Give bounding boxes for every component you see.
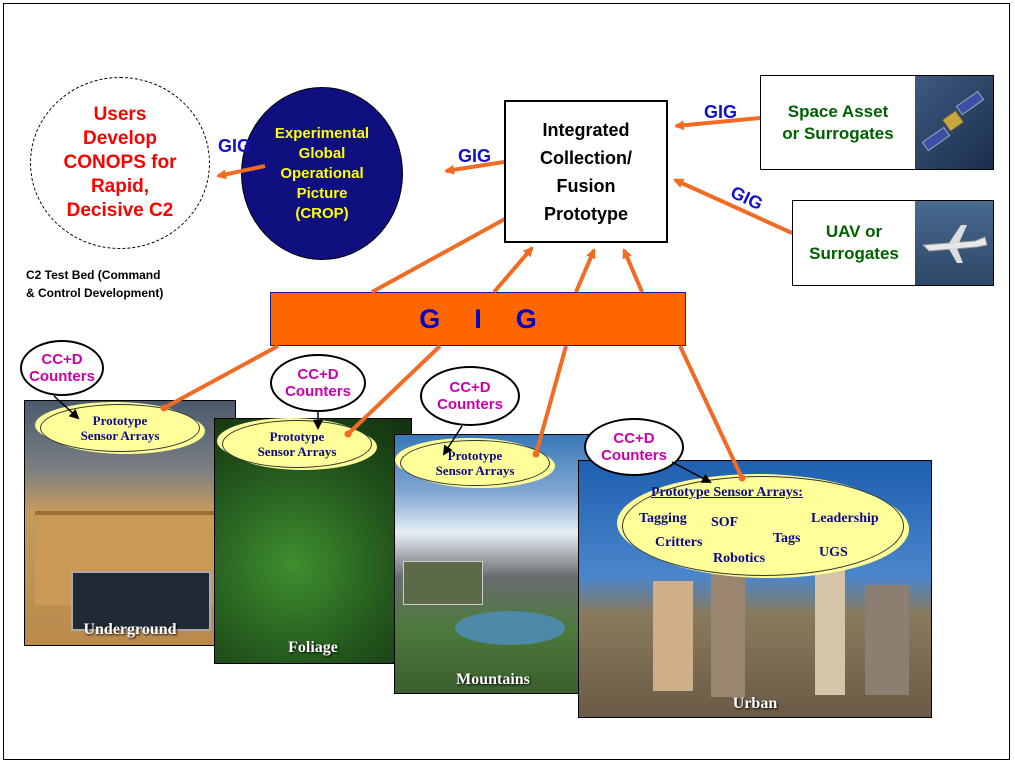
ccd-text: CC+D Counters: [601, 430, 667, 464]
ccd-counters-mountains: CC+D Counters: [420, 366, 520, 426]
sensor-cloud-label: Prototype Sensor Arrays: [435, 448, 515, 478]
sensor-cloud-label: Prototype Sensor Arrays: [80, 413, 160, 443]
mountain-lake: [455, 611, 565, 645]
uav-label: UAV or Surrogates: [809, 222, 899, 263]
gig-bar: GIG: [270, 292, 686, 346]
crop-circle: Experimental Global Operational Picture …: [241, 87, 403, 260]
mountains-caption: Mountains: [456, 671, 530, 688]
gig-label-space-fusion: GIG: [704, 102, 738, 122]
urban-item-sof: SOF: [711, 515, 739, 530]
underground-inset: [71, 571, 211, 631]
satellite-image: [915, 76, 993, 169]
underground-caption: Underground: [83, 621, 177, 638]
gig-bar-text: GIG: [419, 303, 571, 334]
satellite-icon: [921, 90, 985, 152]
ccd-text: CC+D Counters: [437, 379, 503, 413]
urban-tower-1: [653, 581, 693, 691]
mountains-inset: [403, 561, 483, 605]
urban-item-ugs: UGS: [819, 545, 848, 560]
ccd-counters-foliage: CC+D Counters: [270, 354, 366, 412]
uav-box: UAV or Surrogates: [792, 200, 994, 286]
urban-item-leadership: Leadership: [811, 511, 879, 526]
space-asset-box: Space Asset or Surrogates: [760, 75, 994, 170]
slide-frame: [3, 3, 1010, 760]
uav-image: [915, 201, 993, 285]
drone-icon: [921, 225, 988, 263]
urban-item-critters: Critters: [655, 535, 703, 550]
fusion-text: Integrated Collection/ Fusion Prototype: [539, 119, 632, 224]
gig-label-crop-fusion: GIG: [458, 146, 492, 166]
space-asset-label: Space Asset or Surrogates: [782, 101, 894, 143]
urban-item-robotics: Robotics: [713, 551, 766, 566]
users-circle: Users Develop CONOPS for Rapid, Decisive…: [30, 77, 210, 249]
sensor-cloud-label: Prototype Sensor Arrays: [257, 429, 337, 459]
sensor-cloud-urban: Prototype Sensor Arrays: Tagging SOF Lea…: [622, 476, 904, 576]
urban-cloud-title: Prototype Sensor Arrays:: [651, 485, 803, 500]
urban-item-tags: Tags: [773, 531, 801, 546]
sensor-cloud-underground: Prototype Sensor Arrays: [40, 404, 200, 452]
ccd-counters-urban: CC+D Counters: [584, 418, 684, 476]
c2-test-bed-label: C2 Test Bed (Command & Control Developme…: [26, 268, 164, 300]
sensor-cloud-foliage: Prototype Sensor Arrays: [222, 420, 372, 468]
sensor-cloud-mountains: Prototype Sensor Arrays: [400, 440, 550, 486]
urban-tower-4: [865, 585, 909, 695]
urban-item-tagging: Tagging: [639, 511, 687, 526]
urban-caption: Urban: [732, 695, 778, 712]
foliage-caption: Foliage: [288, 639, 338, 656]
fusion-prototype-box: Integrated Collection/ Fusion Prototype: [504, 100, 668, 243]
ccd-text: CC+D Counters: [29, 351, 95, 385]
urban-tower-2: [711, 557, 745, 697]
ccd-text: CC+D Counters: [285, 366, 351, 400]
gig-label-users-crop: GIG: [218, 136, 252, 156]
urban-tower-3: [815, 565, 845, 695]
users-text: Users Develop CONOPS for Rapid, Decisive…: [63, 104, 177, 221]
crop-text: Experimental Global Operational Picture …: [274, 124, 370, 222]
ccd-counters-underground: CC+D Counters: [20, 340, 104, 396]
